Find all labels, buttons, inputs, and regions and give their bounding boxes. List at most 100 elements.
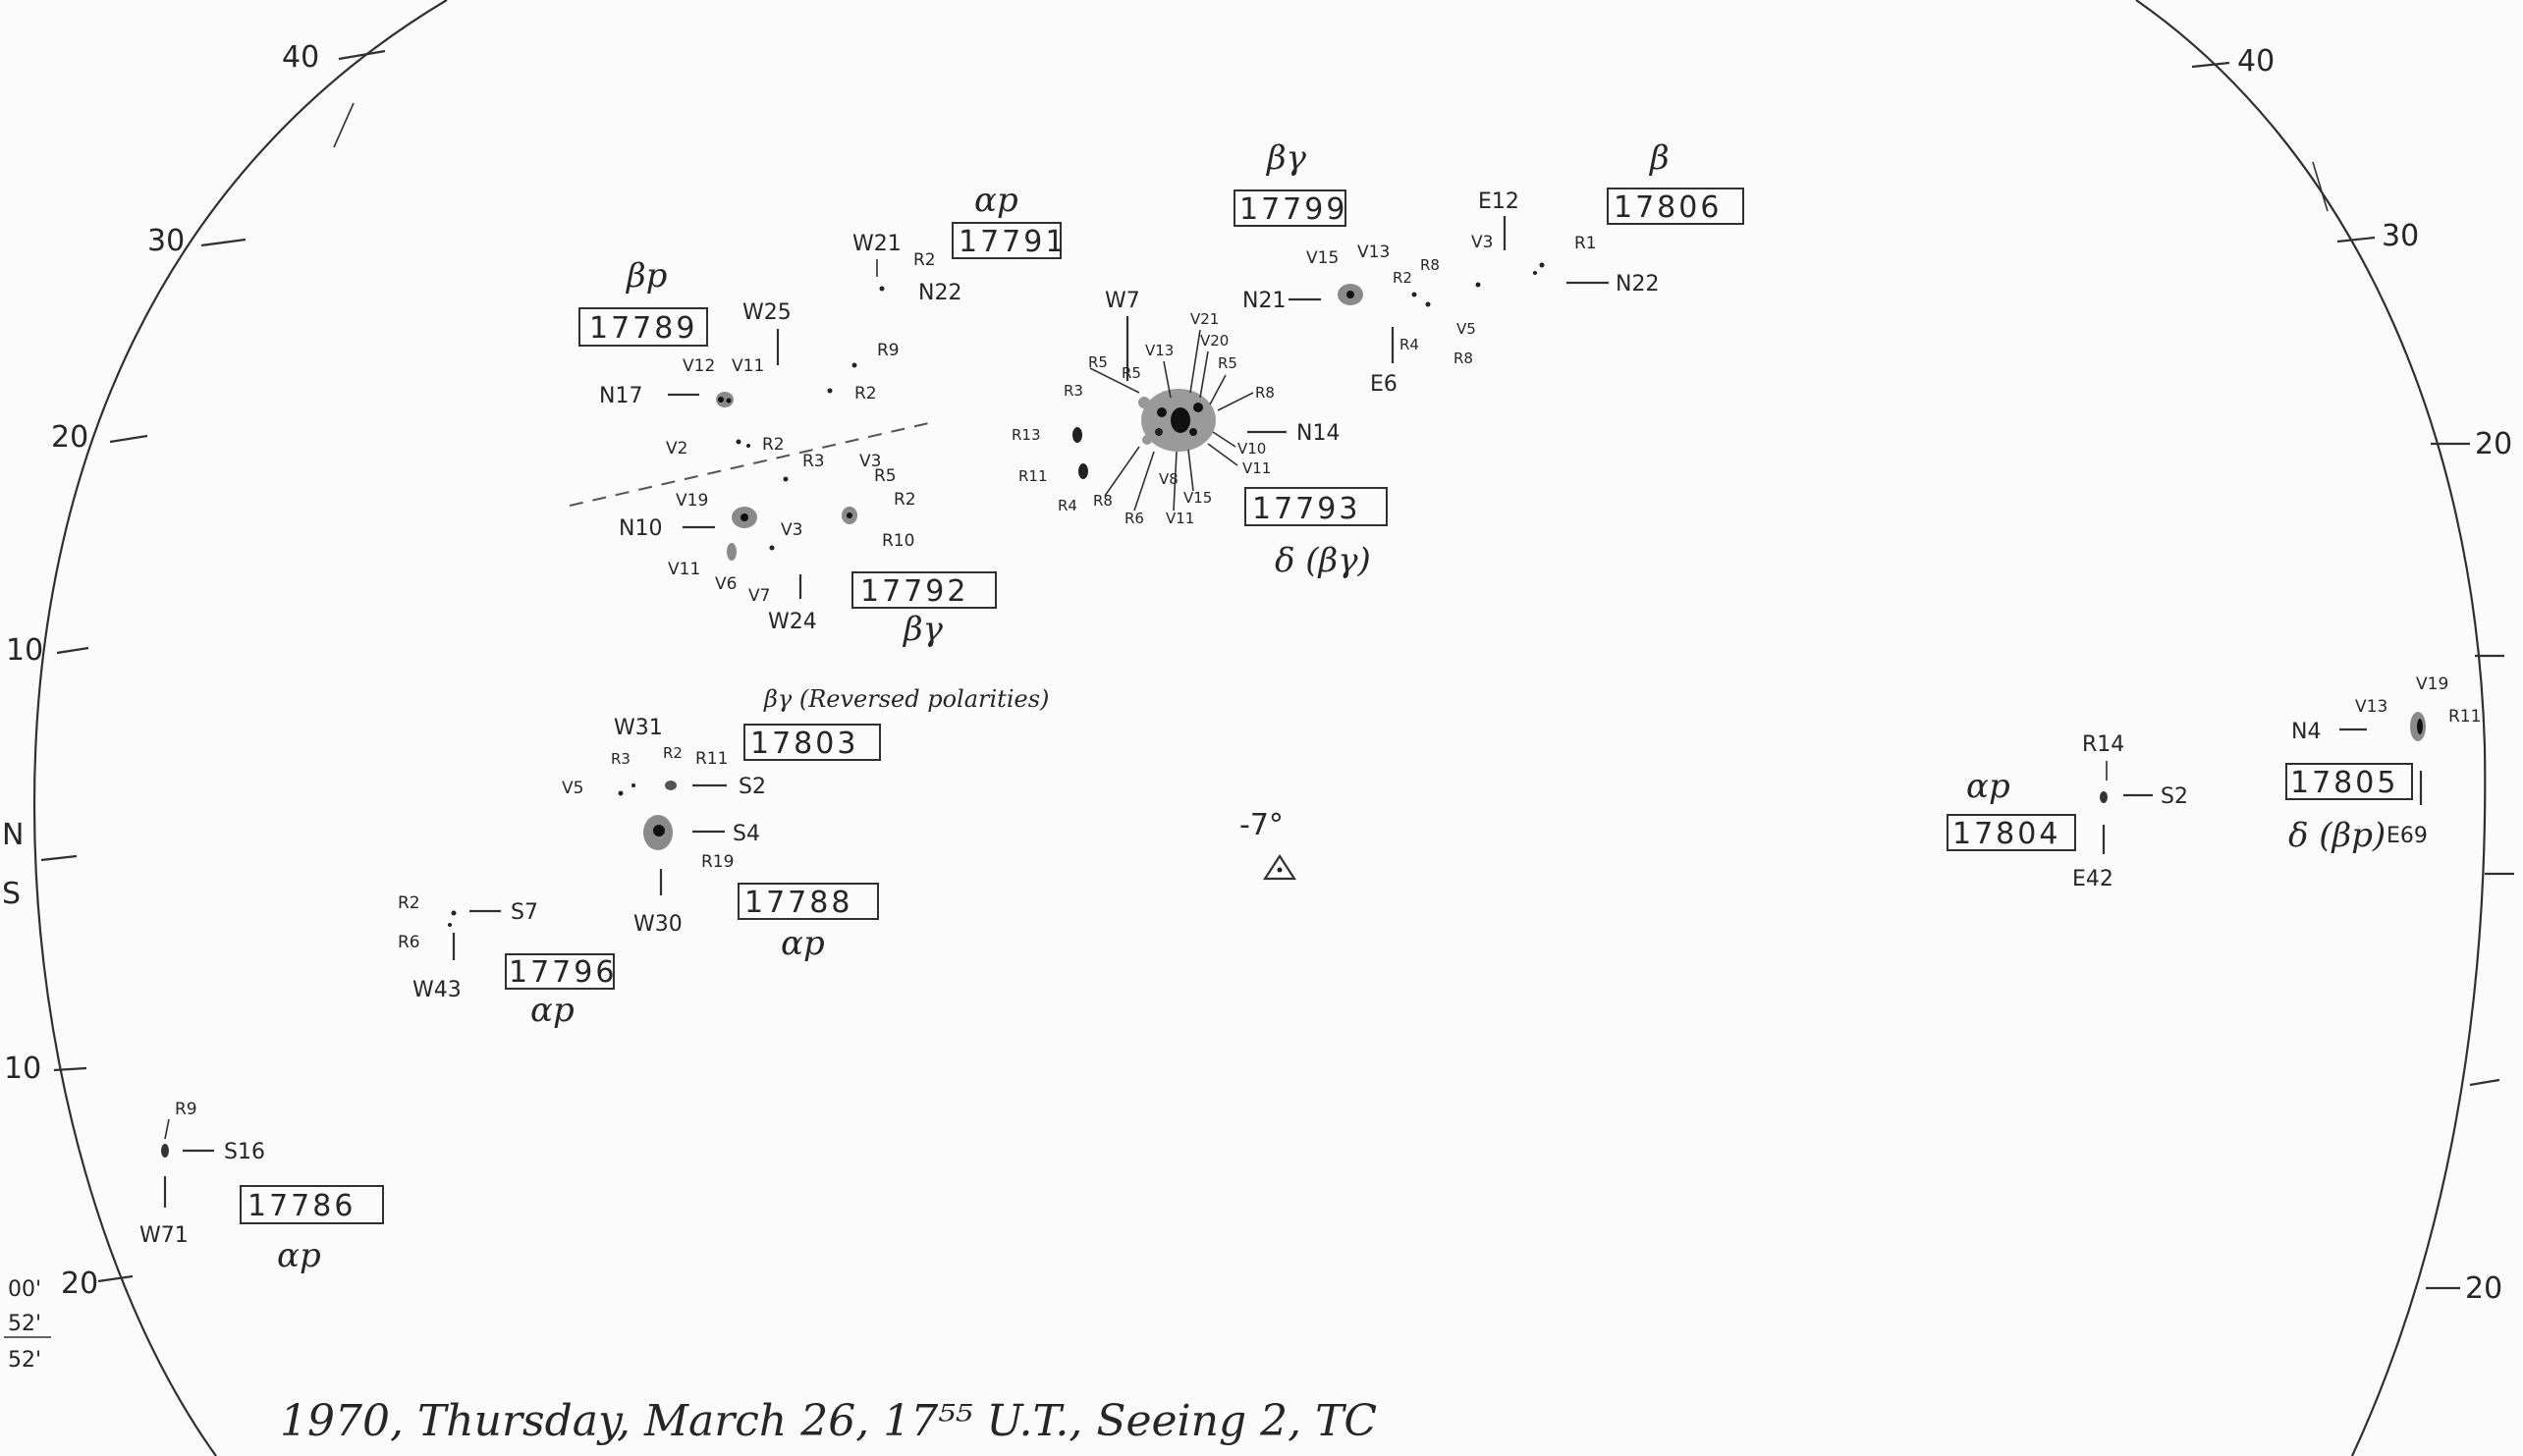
region-17803-r3: R3 (611, 750, 631, 768)
region-17789-v12: V12 (683, 356, 715, 376)
north-letter: N (2, 818, 24, 852)
region-17792: N10 V19 V11 V6 V7 V3 R3 V3 R5 R2 R10 W24… (619, 452, 997, 649)
triangle-dot-icon (1262, 853, 1297, 881)
region-17806-v3: V3 (1471, 233, 1493, 252)
region-17789-v2: V2 (666, 439, 687, 458)
region-17793-v8: V8 (1159, 470, 1179, 488)
region-17793-class: δ (βγ) (1275, 541, 1371, 580)
region-17799-box (1234, 189, 1346, 227)
region-17788-r19: R19 (701, 852, 734, 872)
region-17803-r2: R2 (663, 744, 683, 762)
region-17804-lat: S2 (2161, 784, 2188, 809)
region-17796-lat: S7 (511, 900, 538, 925)
region-17793-v11b: V11 (1242, 459, 1271, 477)
region-17805: N4 V13 V19 R11 17805 δ (βp) E69 (2285, 674, 2481, 855)
tick-label-left-20b: 20 (61, 1267, 98, 1301)
region-17786-r9: R9 (175, 1100, 197, 1119)
region-17786-lon: W71 (139, 1223, 189, 1248)
tick-label-left-20: 20 (51, 420, 88, 455)
region-17799-class: βγ (1265, 138, 1307, 178)
tick-label-right-20b: 20 (2465, 1271, 2502, 1306)
region-17792-lon: W24 (768, 610, 817, 634)
corner-note-3: 52' (8, 1348, 41, 1373)
region-17805-box (2285, 763, 2413, 800)
region-17805-class: δ (βp) (2288, 816, 2386, 855)
region-17793-r8a: R8 (1093, 492, 1113, 510)
solar-limb-right (2135, 0, 2487, 1456)
region-17793-v20: V20 (1200, 332, 1229, 350)
region-17786-lat: S16 (224, 1140, 265, 1164)
region-17789-r2b: R2 (854, 384, 877, 404)
tick-label-left-10a: 10 (6, 633, 43, 668)
region-17799-v13: V13 (1357, 243, 1390, 262)
observation-caption: 1970, Thursday, March 26, 17⁵⁵ U.T., See… (280, 1396, 1377, 1446)
region-17793-v15: V15 (1183, 489, 1212, 507)
region-17803-number: 17803 (750, 727, 858, 761)
region-17799-v15: V15 (1306, 248, 1339, 268)
region-17793-r8b: R8 (1255, 384, 1275, 402)
region-17803: βγ (Reversed polarities) 17803 W31 R3 R2… (562, 685, 1049, 799)
region-17803-box (743, 724, 881, 761)
region-17799-lat: N21 (1242, 289, 1286, 313)
region-17789-spot (716, 392, 734, 407)
region-17788-number: 17788 (744, 886, 852, 920)
tick-label-right-40: 40 (2237, 44, 2275, 79)
region-17799-v5: V5 (1456, 320, 1476, 338)
region-17796-r2: R2 (398, 893, 420, 913)
region-17793-box (1244, 487, 1388, 526)
region-17806-class: β (1648, 138, 1670, 178)
region-17788-box (738, 883, 879, 920)
tick-label-right-30: 30 (2382, 219, 2419, 253)
region-17804: R14 S2 E42 αp 17804 (1947, 732, 2188, 891)
region-17793-lon: W7 (1105, 289, 1140, 313)
region-17793-v13: V13 (1145, 342, 1174, 359)
region-17804-r14: R14 (2082, 732, 2124, 757)
region-17791-r2: R2 (913, 250, 936, 270)
region-17792-r3: R3 (802, 452, 825, 471)
region-17806-number: 17806 (1614, 190, 1722, 225)
region-17799-lon: E6 (1370, 372, 1398, 397)
region-17788-class: αp (781, 924, 825, 963)
region-17789: βp 17789 N17 W25 V12 V11 V2 R2 R9 R2 (578, 256, 900, 458)
region-17804-lon: E42 (2072, 867, 2113, 891)
region-17796-number: 17796 (509, 955, 617, 990)
region-17789-v11: V11 (732, 356, 764, 376)
region-17788-lat: S4 (733, 822, 760, 846)
region-17793-r5c: R5 (1218, 354, 1237, 372)
region-17799: βγ 17799 N21 V15 V13 R2 R8 R4 V5 R8 E6 (1234, 138, 1476, 397)
region-17792-box (851, 571, 997, 609)
region-17786-class: αp (277, 1236, 321, 1275)
tick-label-right-20: 20 (2475, 427, 2512, 461)
region-17788-lon: W30 (633, 912, 683, 937)
region-17804-number: 17804 (1952, 817, 2060, 851)
region-17805-v19: V19 (2416, 674, 2448, 694)
region-17803-v5: V5 (562, 779, 583, 798)
disk-center: -7° (1239, 808, 1297, 881)
region-17792-v6: V6 (715, 574, 737, 594)
region-17793-r5b: R5 (1122, 364, 1141, 382)
region-17789-box (578, 307, 708, 347)
region-17796-r6: R6 (398, 933, 420, 952)
region-17806-lon: E12 (1478, 189, 1519, 214)
region-17789-number: 17789 (589, 311, 697, 346)
region-17805-lon: E69 (2386, 824, 2428, 848)
corner-note-1: 00' (8, 1277, 41, 1302)
region-17799-r2: R2 (1393, 269, 1412, 287)
region-17805-r11: R11 (2448, 707, 2481, 727)
region-17789-r9: R9 (877, 341, 900, 360)
region-17789-lon: W25 (742, 300, 792, 325)
region-17792-lat: N10 (619, 516, 662, 541)
region-17796: R2 R6 S7 W43 17796 αp (398, 893, 617, 1030)
region-17799-r4: R4 (1399, 336, 1419, 353)
region-17793-v10: V10 (1237, 440, 1266, 458)
dashed-neutral-line (569, 421, 934, 507)
region-17803-r11: R11 (695, 749, 728, 769)
region-17806-box (1607, 188, 1744, 225)
region-17786-box (240, 1185, 384, 1224)
region-17793-v21: V21 (1190, 310, 1219, 328)
tick-label-left-30: 30 (147, 224, 185, 258)
region-17803-lat: S2 (739, 775, 766, 799)
region-17805-number: 17805 (2290, 766, 2398, 800)
region-17804-class: αp (1966, 767, 2010, 806)
